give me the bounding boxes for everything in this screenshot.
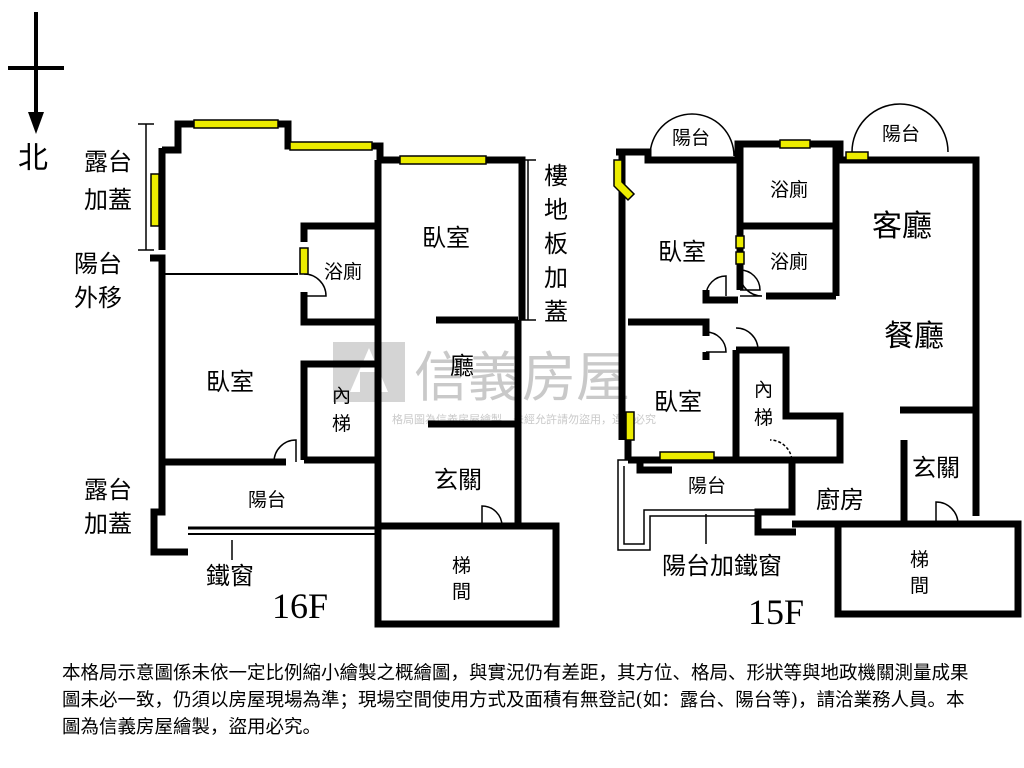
room-15f-bedroom-top: 臥室 bbox=[658, 238, 706, 266]
note-16f-terrace-bottom-1: 露台 bbox=[84, 476, 132, 504]
wall-16f-top bbox=[162, 120, 526, 320]
room-15f-kitchen: 廚房 bbox=[816, 486, 864, 514]
windows-15f bbox=[613, 139, 869, 461]
room-16f-balcony: 陽台 bbox=[248, 489, 286, 511]
room-16f-inner-stair-2: 梯 bbox=[332, 413, 351, 435]
room-16f-inner-stair-1: 內 bbox=[332, 385, 351, 407]
wall-16f-bath-bottom bbox=[300, 292, 378, 326]
note-16f-floor-slab-5: 蓋 bbox=[544, 298, 568, 326]
watermark-brand: 信義房屋 bbox=[414, 346, 630, 409]
room-15f-stairwell-1: 梯 bbox=[910, 549, 929, 571]
wall-15f-bed-mid bbox=[702, 290, 738, 304]
room-15f-living-room: 客廳 bbox=[872, 209, 932, 244]
room-15f-balcony-top-left: 陽台 bbox=[672, 127, 710, 149]
floor-plan: 信義房屋 格局圖為信義房屋繪製，未經允許請勿盜用，違者必究 北 bbox=[8, 12, 1022, 632]
wall-15f-balcony-bottom bbox=[636, 460, 672, 474]
room-16f-foyer: 玄關 bbox=[434, 466, 482, 494]
north-label: 北 bbox=[18, 141, 48, 176]
room-15f-balcony-top-right: 陽台 bbox=[882, 123, 920, 145]
note-16f-terrace-top-2: 加蓋 bbox=[84, 186, 132, 214]
room-15f-stairwell-2: 間 bbox=[910, 575, 929, 597]
dimension-lines-16f bbox=[138, 123, 536, 321]
window-16f-top-3 bbox=[399, 155, 487, 165]
room-16f-bathroom: 浴廁 bbox=[324, 260, 362, 283]
outline-15f-balcony-inner bbox=[623, 466, 760, 545]
room-16f-bedroom-left: 臥室 bbox=[206, 368, 254, 396]
wall-15f-kitchen-left bbox=[754, 460, 796, 536]
labels-16f: 臥室 浴廁 臥室 廳 內 梯 玄關 陽台 梯 間 露台 加蓋 陽台 外移 露台 … bbox=[74, 148, 568, 626]
watermark-logo-icon bbox=[333, 342, 405, 402]
north-arrow-icon bbox=[28, 112, 44, 134]
note-16f-terrace-top-1: 露台 bbox=[84, 148, 132, 176]
note-16f-terrace-bottom-2: 加蓋 bbox=[84, 510, 132, 538]
window-15f-bath-top bbox=[779, 139, 811, 149]
window-16f-top-1 bbox=[193, 119, 279, 129]
note-16f-floor-slab-4: 加 bbox=[544, 264, 568, 292]
wall-15f-inner-stair bbox=[736, 346, 844, 464]
window-15f-corner bbox=[613, 159, 636, 202]
labels-15f: 陽台 陽台 浴廁 浴廁 客廳 餐廳 臥室 臥室 內 梯 玄關 廚房 陽台 梯 間… bbox=[654, 123, 960, 632]
floor-label-16f: 16F bbox=[272, 586, 328, 626]
wall-15f-bed-top-bottom bbox=[628, 318, 710, 336]
window-15f-bed-bottom bbox=[625, 411, 635, 441]
door-16f-bed-left-icon bbox=[273, 439, 297, 463]
windows-16f bbox=[150, 119, 487, 275]
window-16f-top-2 bbox=[289, 141, 373, 151]
door-15f-bed-bottom-icon bbox=[705, 331, 727, 353]
room-15f-dining-room: 餐廳 bbox=[884, 319, 944, 354]
floor-label-15f: 15F bbox=[748, 592, 804, 632]
door-15f-bed-top-icon bbox=[705, 275, 727, 297]
balcony-15f-top-left-arc-icon bbox=[649, 113, 735, 157]
room-16f-stairwell-1: 梯 bbox=[452, 555, 471, 577]
balcony-15f-top-right-arc-icon bbox=[851, 103, 949, 153]
thin-lines-15f bbox=[617, 103, 959, 551]
disclaimer-text: 本格局示意圖係未依一定比例縮小繪製之概繪圖，與實況仍有差距，其方位、格局、形狀等… bbox=[62, 663, 969, 738]
room-15f-balcony-bottom: 陽台 bbox=[688, 475, 726, 497]
room-15f-bedroom-bottom: 臥室 bbox=[654, 388, 702, 416]
note-16f-iron-window: 鐵窗 bbox=[206, 562, 254, 590]
door-15f-inner-stair-icon bbox=[735, 327, 759, 351]
door-15f-kitchen-icon bbox=[769, 439, 793, 463]
room-15f-bathroom-mid: 浴廁 bbox=[770, 250, 808, 273]
window-15f-bath-mid-2 bbox=[735, 251, 745, 265]
room-16f-hall: 廳 bbox=[450, 352, 474, 380]
door-15f-bath-top-icon bbox=[739, 269, 761, 291]
compass: 北 bbox=[8, 12, 64, 176]
door-15f-foyer-icon bbox=[935, 501, 959, 525]
room-15f-foyer: 玄關 bbox=[912, 454, 960, 482]
window-16f-left bbox=[150, 173, 160, 227]
wall-16f-left-mid bbox=[150, 254, 166, 276]
room-16f-bedroom-top: 臥室 bbox=[422, 224, 470, 252]
wall-16f-bath bbox=[300, 222, 378, 242]
window-15f-living-top bbox=[845, 151, 869, 161]
room-15f-inner-stair-2: 梯 bbox=[754, 407, 773, 429]
wall-16f-left-lower bbox=[150, 462, 188, 556]
note-15f-balcony-iron-window: 陽台加鐵窗 bbox=[662, 552, 782, 580]
window-15f-bath-mid-1 bbox=[735, 235, 745, 249]
floor-15f bbox=[616, 140, 1022, 618]
note-16f-balcony-move-1: 陽台 bbox=[74, 250, 122, 278]
note-16f-floor-slab-3: 板 bbox=[544, 230, 568, 258]
room-15f-bathroom-top: 浴廁 bbox=[770, 178, 808, 201]
door-16f-foyer-icon bbox=[481, 505, 503, 527]
door-15f-bath-mid-icon bbox=[739, 273, 763, 297]
outline-15f-balcony-outer bbox=[617, 459, 756, 551]
room-15f-inner-stair-1: 內 bbox=[754, 379, 773, 401]
note-16f-balcony-move-2: 外移 bbox=[74, 284, 122, 312]
room-16f-stairwell-2: 間 bbox=[452, 581, 471, 603]
note-16f-floor-slab-1: 樓 bbox=[544, 162, 568, 190]
note-16f-floor-slab-2: 地 bbox=[544, 196, 568, 224]
window-16f-bath bbox=[299, 247, 309, 275]
window-15f-balcony bbox=[659, 451, 715, 461]
wall-16f-inner-stair bbox=[300, 360, 382, 462]
